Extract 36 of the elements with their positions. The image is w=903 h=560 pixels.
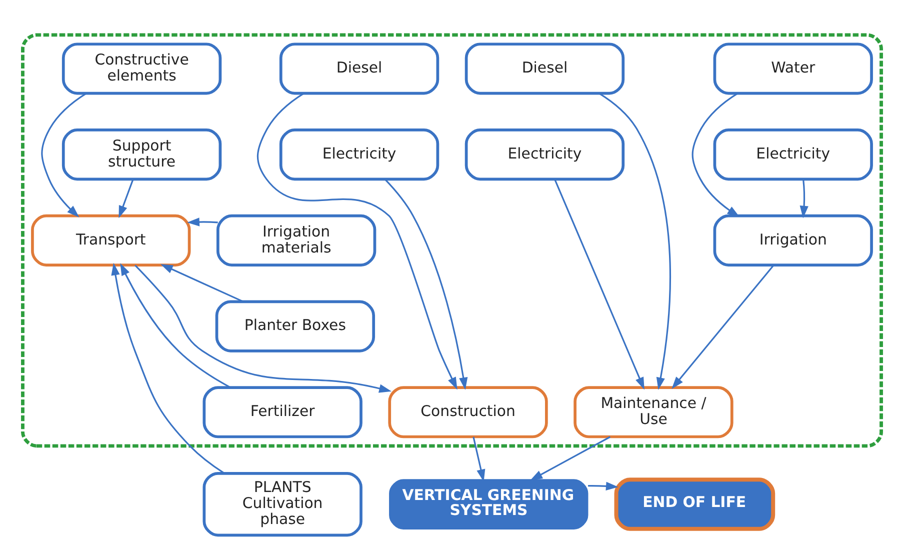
arrow: [554, 178, 644, 390]
node-box: Electricity: [464, 128, 624, 180]
arrow: [799, 178, 808, 218]
node-box: Transport: [30, 214, 190, 266]
arrow: [160, 264, 244, 302]
arrow: [110, 262, 224, 474]
node-box: Construction: [388, 386, 548, 438]
node-box: Diesel: [464, 42, 624, 94]
node-box: Electricity: [712, 128, 872, 180]
node-box: Diesel: [278, 42, 439, 94]
arrow: [691, 92, 740, 217]
node-box: Planter Boxes: [214, 300, 375, 352]
arrow: [598, 92, 670, 390]
node-box: Irrigation: [712, 214, 872, 266]
arrow: [472, 436, 485, 482]
arrow: [120, 262, 230, 388]
arrow: [256, 92, 457, 390]
arrow: [588, 481, 618, 490]
arrow: [384, 178, 468, 390]
node-box: Water: [712, 42, 872, 94]
cluster: [20, 32, 882, 448]
node-box: END OF LIFE: [614, 477, 775, 530]
arrow: [530, 436, 610, 480]
node-box: PLANTS Cultivation phase: [202, 471, 362, 536]
node-box: Maintenance / Use: [573, 386, 733, 438]
node-box: Constructive elements: [61, 42, 222, 94]
arrow: [186, 217, 218, 226]
node-box: Support structure: [61, 128, 222, 180]
arrow: [134, 264, 392, 392]
arrow: [40, 92, 86, 217]
node-box: VERTICAL GREENING SYSTEMS: [388, 478, 588, 529]
node-box: Fertilizer: [202, 386, 362, 438]
arrow: [671, 264, 774, 388]
arrow: [118, 178, 134, 218]
node-box: Electricity: [278, 128, 439, 180]
node-box: Irrigation materials: [216, 214, 376, 266]
